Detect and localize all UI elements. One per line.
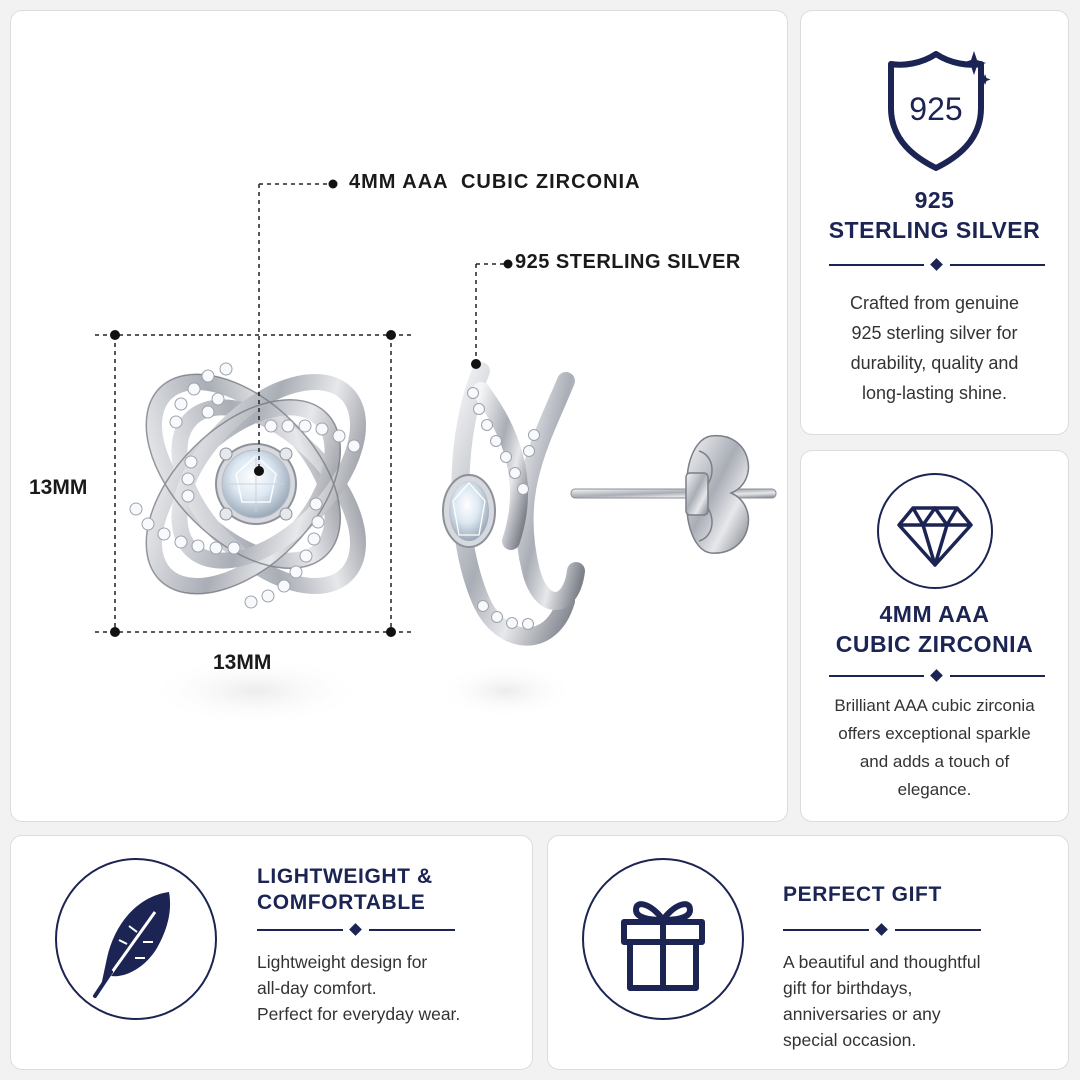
lightweight-body-2: all-day comfort. [257,978,377,998]
diamond-icon [877,473,993,589]
cz-divider [829,669,1045,682]
lightweight-card: LIGHTWEIGHT & COMFORTABLE Lightweight de… [10,835,533,1070]
lightweight-body-3: Perfect for everyday wear. [257,1004,461,1024]
silver-body-2: 925 sterling silver for [851,323,1018,343]
silver-body-3: durability, quality and [850,353,1019,373]
gift-body-3: anniversaries or any [783,1004,941,1024]
feather-icon [55,858,217,1020]
cz-body-2: offers exceptional sparkle [838,724,1031,743]
lightweight-body-1: Lightweight design for [257,952,428,972]
cz-title-line2: CUBIC ZIRCONIA [835,631,1034,657]
silver-title-line1: 925 [914,187,955,213]
cubic-zirconia-card: 4MM AAA CUBIC ZIRCONIA Brilliant AAA cub… [800,450,1069,822]
front-earring [129,362,367,609]
silver-title-line2: STERLING SILVER [828,217,1041,243]
dimension-guides [95,183,506,633]
pave-stones [129,362,361,609]
butterfly-back [685,435,750,554]
lightweight-title-line2: COMFORTABLE [257,891,426,914]
shield-925-icon: 925 [881,46,1001,176]
perfect-gift-card: PERFECT GIFT A beautiful and thoughtful … [547,835,1069,1070]
sterling-silver-card: 925 925 STERLING SILVER Crafted from gen… [800,10,1069,435]
gift-body-4: special occasion. [783,1030,917,1050]
side-earring-reflection [436,663,576,719]
callout-cubic-zirconia: 4MM AAA CUBIC ZIRCONIA [349,171,641,193]
silver-body-1: Crafted from genuine [849,293,1020,313]
width-dimension-label: 13MM [213,651,272,674]
gift-body-2: gift for birthdays, [783,978,913,998]
front-earring-reflection [146,656,366,726]
cz-body-4: elegance. [897,780,972,799]
cz-title-line1: 4MM AAA [879,601,990,627]
silver-body-4: long-lasting shine. [861,383,1008,403]
gift-body-1: A beautiful and thoughtful [783,952,981,972]
shield-badge-text: 925 [909,91,963,127]
height-dimension-label: 13MM [29,476,88,499]
silver-divider [829,258,1045,271]
side-center-stone [442,474,496,548]
dimension-dots [110,179,513,637]
lightweight-divider [257,923,455,936]
side-earring [442,362,777,646]
center-stone [215,443,297,525]
cz-body-3: and adds a touch of [859,752,1010,771]
lightweight-title-line1: LIGHTWEIGHT & [257,865,433,888]
product-image-card: 4MM AAA CUBIC ZIRCONIA 925 STERLING SILV… [10,10,788,822]
gift-divider [783,923,981,936]
cz-body-1: Brilliant AAA cubic zirconia [834,696,1035,715]
gift-title: PERFECT GIFT [783,883,942,906]
earring-illustration [95,179,777,726]
gift-icon [582,858,744,1020]
callout-sterling-silver: 925 STERLING SILVER [515,251,741,273]
